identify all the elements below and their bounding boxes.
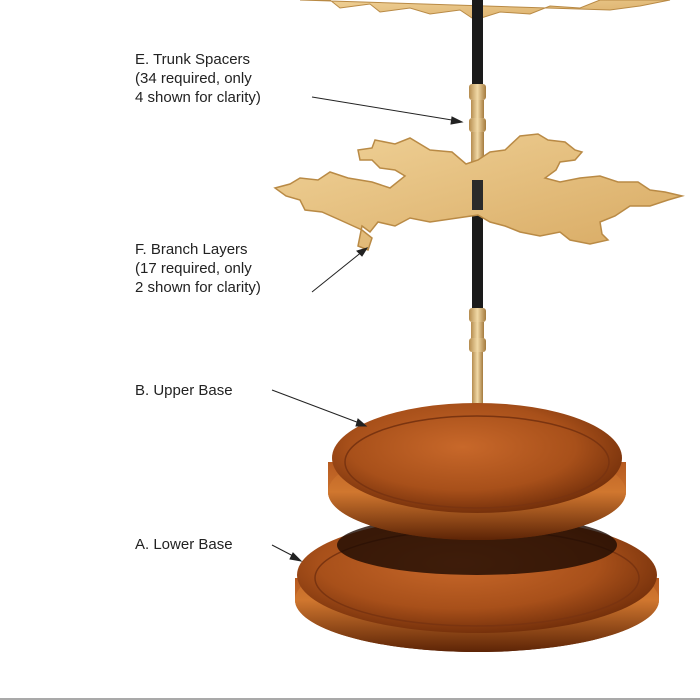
trunk-rod-lower: [472, 340, 483, 410]
label-e-title: E. Trunk Spacers: [135, 51, 251, 68]
label-f-line2: (17 required, only: [135, 260, 252, 277]
branch-layer: [273, 133, 685, 251]
leader-f: [311, 250, 364, 293]
upper-base: [328, 403, 626, 540]
label-f-line3: 2 shown for clarity): [135, 279, 261, 296]
top-branch-layer: [299, 0, 671, 21]
trunk-spacers-upper: [469, 84, 486, 182]
label-f-title: F. Branch Layers: [135, 241, 248, 258]
leader-b: [271, 389, 363, 425]
label-e-line2: (34 required, only: [135, 70, 252, 87]
leader-e: [311, 96, 459, 122]
label-upper-base: B. Upper Base: [135, 382, 233, 399]
label-e-line3: 4 shown for clarity): [135, 89, 261, 106]
trunk-spacers-lower: [469, 308, 486, 352]
label-lower-base: A. Lower Base: [135, 536, 233, 553]
leader-lines: [271, 96, 464, 562]
bottom-divider: [0, 698, 700, 700]
